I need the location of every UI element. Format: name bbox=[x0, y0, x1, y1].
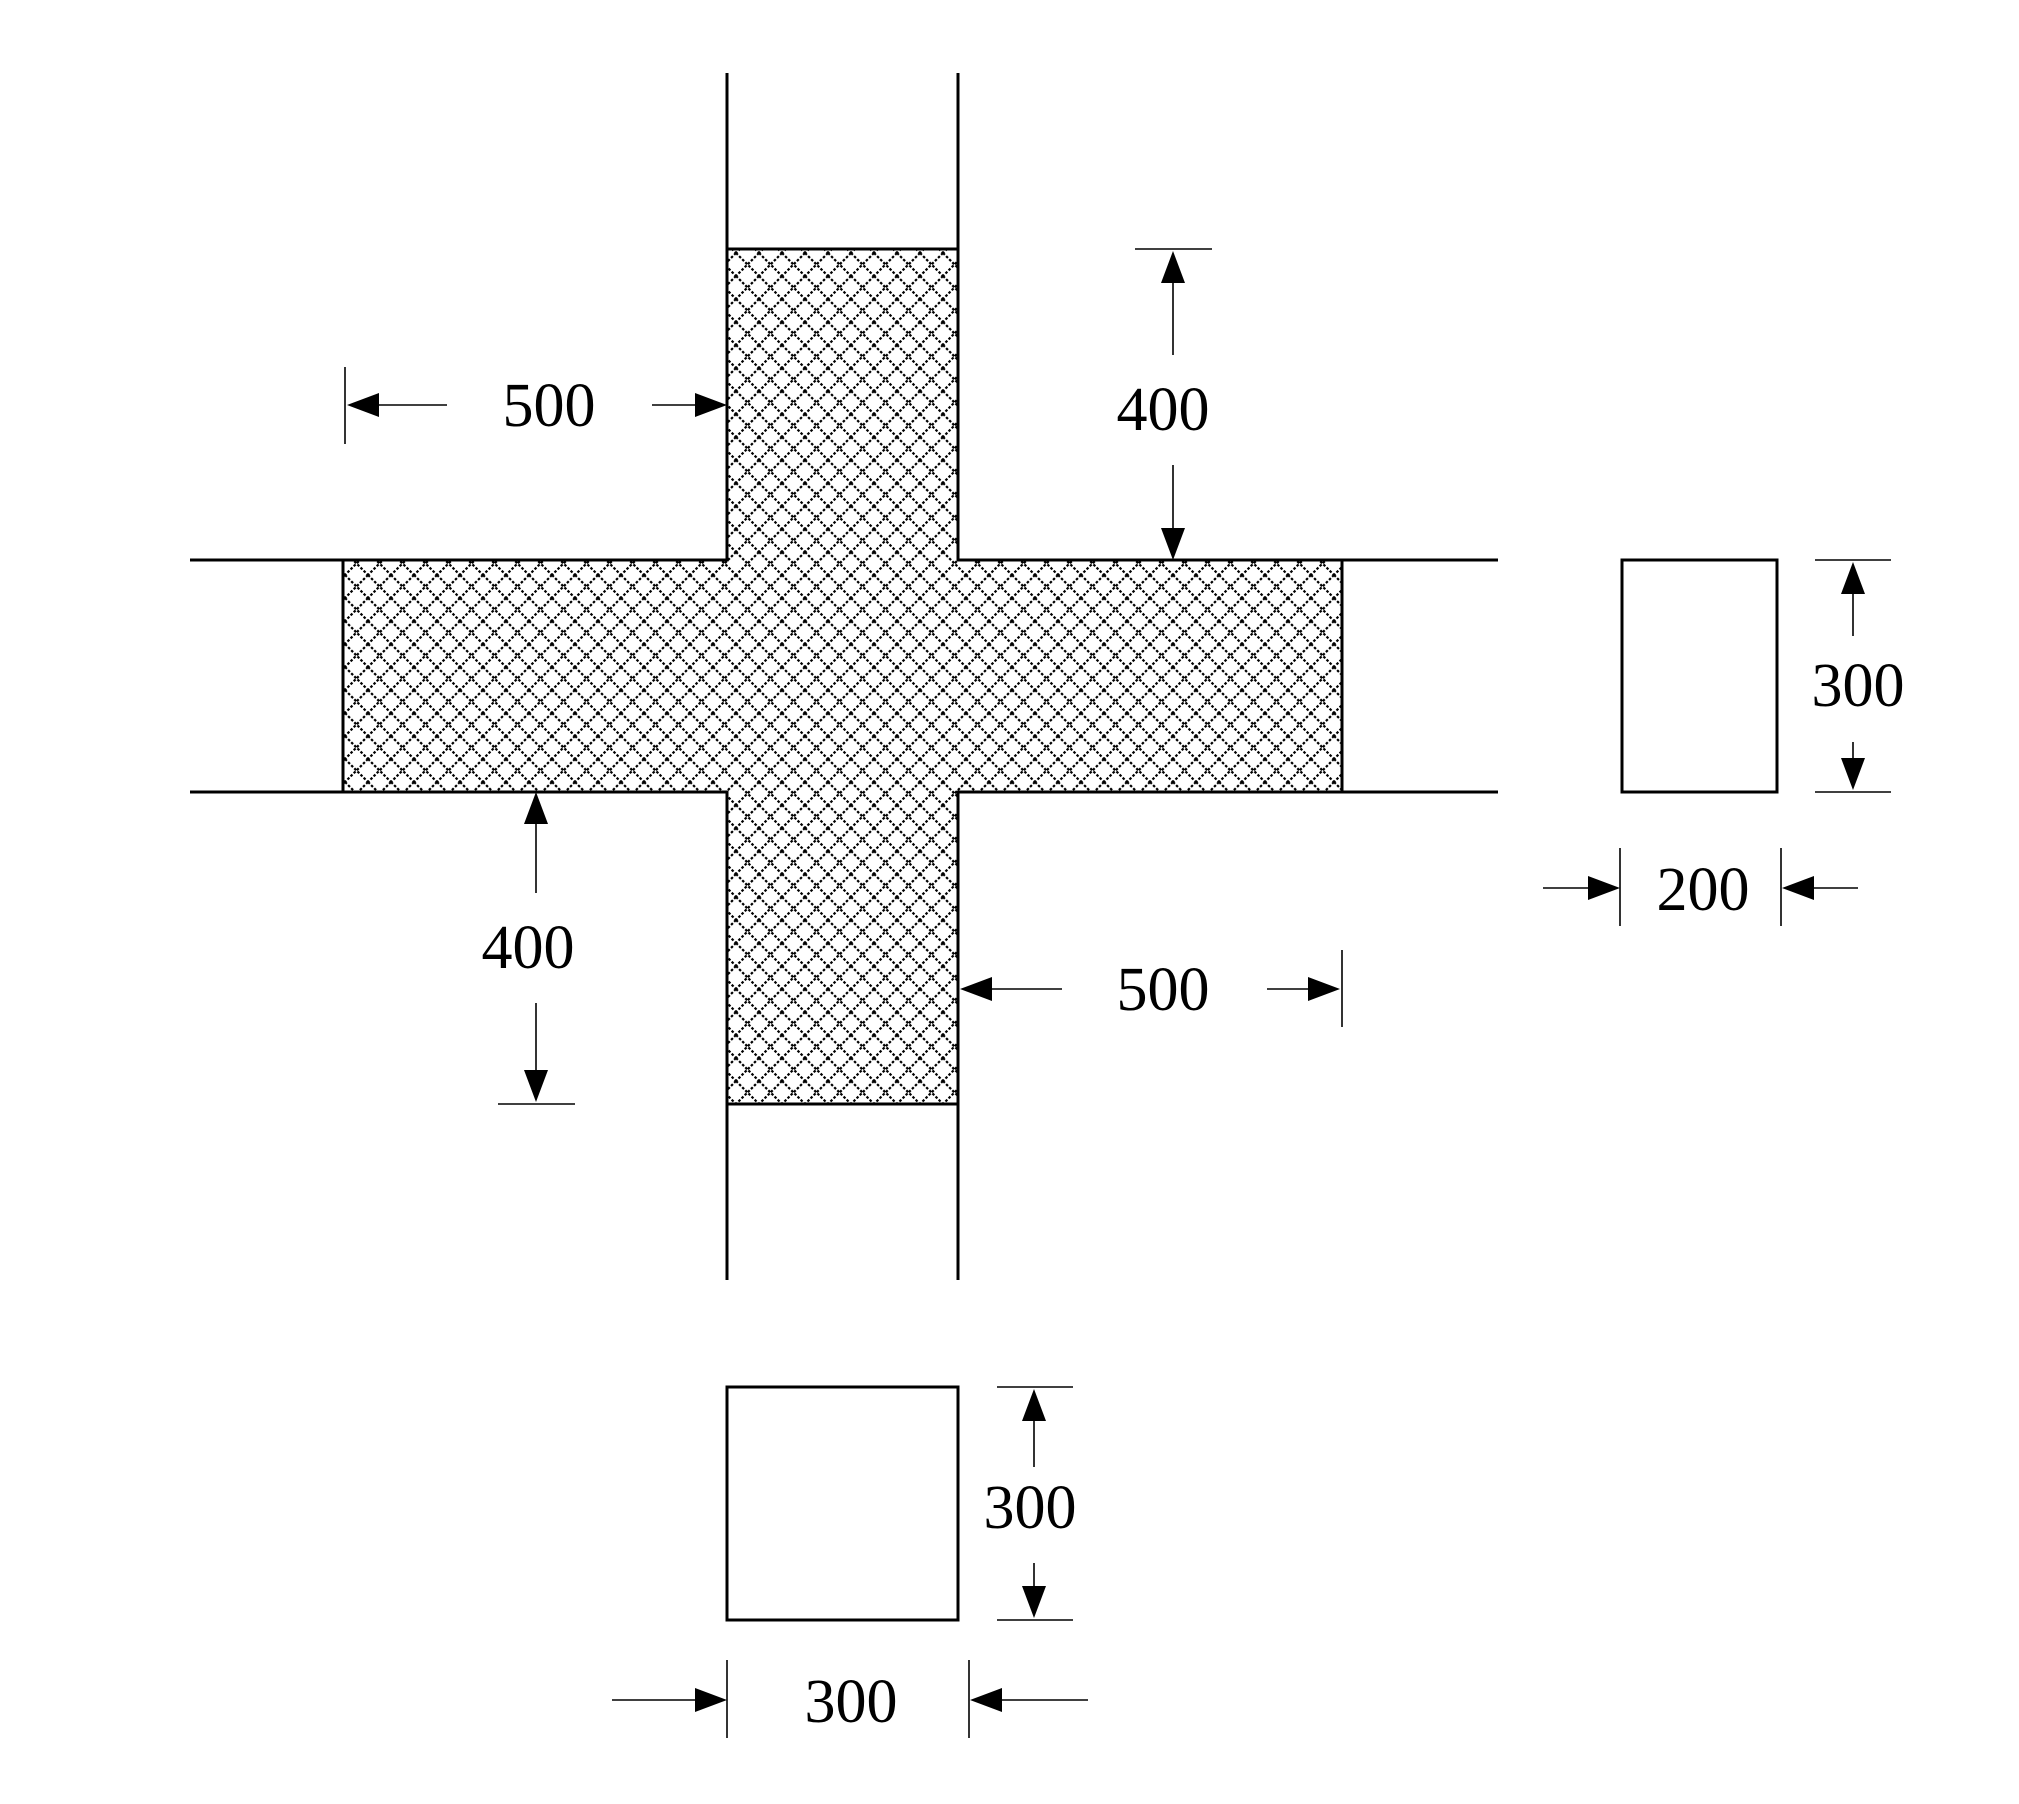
dimension-label-beam-left: 500 bbox=[503, 372, 596, 440]
column-cross-section bbox=[725, 1385, 960, 1622]
beam-cross-section bbox=[1620, 558, 1779, 794]
dimension-column-top: 400 bbox=[1117, 248, 1212, 560]
dimension-label-beam-section-width: 200 bbox=[1657, 856, 1750, 924]
dimension-beam-section-width: 200 bbox=[1543, 848, 1858, 926]
dimension-column-section-width: 300 bbox=[612, 1660, 1088, 1738]
dimension-column-bottom: 400 bbox=[482, 792, 575, 1105]
dimension-beam-section-height: 300 bbox=[1812, 559, 1905, 793]
dimension-label-column-bottom: 400 bbox=[482, 914, 575, 982]
dimension-beam-right: 500 bbox=[960, 950, 1343, 1027]
dimension-label-column-section-height: 300 bbox=[984, 1474, 1077, 1542]
dimension-label-beam-right: 500 bbox=[1117, 956, 1210, 1024]
dimension-label-column-top: 400 bbox=[1117, 376, 1210, 444]
dimension-label-column-section-width: 300 bbox=[805, 1668, 898, 1736]
dimension-column-section-height: 300 bbox=[984, 1386, 1077, 1621]
dimension-label-beam-section-height: 300 bbox=[1812, 652, 1905, 720]
dimension-beam-left: 500 bbox=[344, 367, 727, 444]
